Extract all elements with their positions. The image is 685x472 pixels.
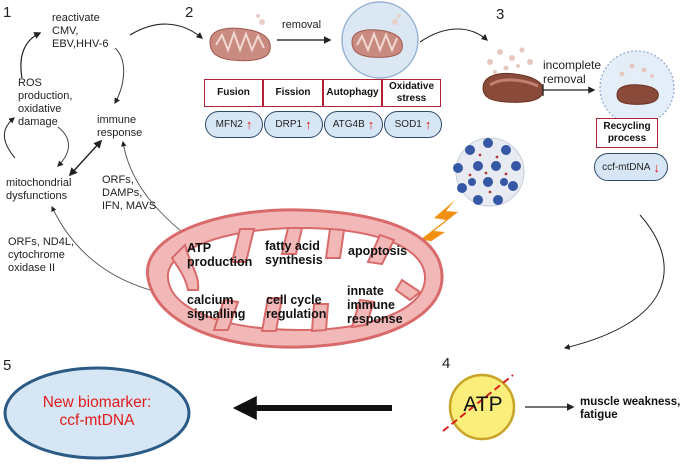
- label-muscle-weakness: muscle weakness, fatigue: [580, 396, 680, 422]
- process-box-autophagy: Autophagy: [323, 79, 382, 107]
- step-number-2: 2: [185, 4, 194, 21]
- arrow-ros-to-reactivate: [20, 32, 42, 79]
- text-line: ROS: [18, 77, 42, 89]
- text-line: EBV,HHV-6: [52, 38, 109, 50]
- arrow-mito-to-ros: [3, 117, 16, 159]
- text-line: fatigue: [580, 409, 618, 421]
- function-innate-immune-response: innate immune response: [347, 284, 403, 326]
- text-line: New biomarker:: [42, 394, 152, 411]
- arrow-immune-mito-bidirectional: [68, 139, 103, 177]
- label-orfs-nd4l: ORFs, ND4L, cytochrome oxidase II: [8, 236, 74, 275]
- text-line: production: [187, 255, 253, 269]
- up-arrow-icon: ↑: [424, 117, 432, 132]
- text-line: CMV,: [52, 25, 79, 37]
- text-line: synthesis: [265, 253, 323, 267]
- text-line: ATP: [187, 241, 212, 255]
- text-line: fatty acid: [265, 239, 320, 253]
- text-line: signalling: [187, 307, 246, 321]
- marker-text: ccf-mtDNA: [602, 161, 651, 173]
- function-atp-production: ATP production: [187, 241, 252, 269]
- text-line: oxidase II: [8, 262, 56, 274]
- label-reactivate-viruses: reactivate CMV, EBV,HHV-6: [52, 12, 108, 51]
- up-arrow-icon: ↑: [367, 117, 375, 132]
- text-line: DAMPs,: [102, 187, 143, 199]
- label-orfs-damps: ORFs, DAMPs, IFN, MAVS: [102, 174, 156, 213]
- text-line: muscle weakness,: [580, 396, 681, 408]
- text-line: Recycling: [603, 121, 651, 132]
- damaged-mitochondrion-engulfed-icon: [616, 63, 659, 105]
- marker-pill-ccf-mtdna: ccf-mtDNA↓: [594, 153, 668, 181]
- up-arrow-icon: ↑: [305, 117, 312, 132]
- text-line: process: [607, 133, 647, 144]
- arrow-to-section2: [129, 23, 204, 39]
- text-line: apoptosis: [348, 244, 408, 258]
- text-line: mitochondrial: [6, 177, 72, 189]
- arrow-to-section3: [419, 28, 488, 43]
- step-number-1: 1: [3, 4, 12, 21]
- marker-pill-drp1: DRP1↑: [264, 111, 323, 138]
- process-box-fission: Fission: [263, 79, 323, 107]
- process-box-oxidative-stress: Oxidative stress: [382, 79, 441, 107]
- arrow-ros-to-mito: [57, 126, 69, 167]
- process-box-fusion: Fusion: [204, 79, 263, 107]
- text-line: reactivate: [52, 12, 100, 24]
- text-line: response: [347, 312, 403, 326]
- text-line: IFN, MAVS: [102, 200, 157, 212]
- arrow-to-section4: [563, 214, 665, 350]
- step-number-3: 3: [496, 6, 505, 23]
- label-incomplete-removal: incomplete removal: [543, 58, 601, 86]
- marker-pill-atg4b: ATG4B↑: [324, 111, 383, 138]
- mitochondrion-engulfed-icon: [351, 14, 403, 58]
- text-line: regulation: [266, 307, 327, 321]
- marker-text: ATG4B: [332, 119, 365, 130]
- text-line: cell cycle: [266, 293, 322, 307]
- function-calcium-signalling: calcium signalling: [187, 293, 245, 321]
- virus-icon: [453, 137, 525, 207]
- text-line: calcium: [187, 293, 234, 307]
- text-line: ccf-mtDNA: [59, 412, 135, 429]
- lightning-icon: [415, 200, 458, 252]
- step-number-5: 5: [3, 357, 12, 374]
- marker-pill-mfn2: MFN2↑: [205, 111, 263, 138]
- marker-text: MFN2: [215, 119, 243, 130]
- function-cell-cycle-regulation: cell cycle regulation: [266, 293, 326, 321]
- mitochondrion-small-icon: [209, 14, 271, 62]
- up-arrow-icon: ↑: [245, 117, 253, 132]
- marker-pill-sod1: SOD1↑: [384, 111, 442, 138]
- function-apoptosis: apoptosis: [348, 244, 407, 258]
- biomarker-ellipse: [3, 366, 191, 460]
- function-fatty-acid-synthesis: fatty acid synthesis: [265, 239, 323, 267]
- arrow-reactivate-to-immune: [114, 47, 125, 105]
- text-line: immune: [97, 114, 137, 126]
- text-line: removal: [543, 72, 586, 86]
- label-immune-response: immune response: [97, 114, 142, 140]
- text-line: innate: [347, 284, 384, 298]
- label-ros-production: ROS production, oxidative damage: [18, 77, 72, 129]
- label-mitochondrial-dysfunctions: mitochondrial dysfunctions: [6, 177, 71, 203]
- atp-circle: [448, 373, 516, 441]
- label-removal: removal: [282, 19, 322, 31]
- atp-label: ATP: [463, 393, 503, 416]
- text-line: dysfunctions: [6, 190, 68, 202]
- label-new-biomarker: New biomarker: ccf-mtDNA: [5, 394, 189, 430]
- text-line: ORFs, ND4L,: [8, 236, 75, 248]
- recycling-process-box: Recycling process: [596, 118, 658, 148]
- text-line: incomplete: [543, 58, 602, 72]
- text-line: ORFs,: [102, 174, 134, 186]
- arrow-organelle-to-dysfunction: [51, 206, 151, 291]
- text-line: response: [97, 127, 143, 139]
- marker-text: SOD1: [394, 119, 422, 130]
- text-line: oxidative: [18, 103, 62, 115]
- text-line: immune: [347, 298, 395, 312]
- damaged-mitochondrion-icon: [482, 47, 544, 103]
- text-line: damage: [18, 116, 58, 128]
- step-number-4: 4: [442, 355, 451, 372]
- atp-strike-line: [442, 374, 514, 432]
- down-arrow-icon: ↓: [653, 159, 660, 175]
- text-line: cytochrome: [8, 249, 65, 261]
- text-line: production,: [18, 90, 73, 102]
- mitochondrion-organelle: [146, 208, 444, 349]
- marker-text: DRP1: [275, 119, 303, 130]
